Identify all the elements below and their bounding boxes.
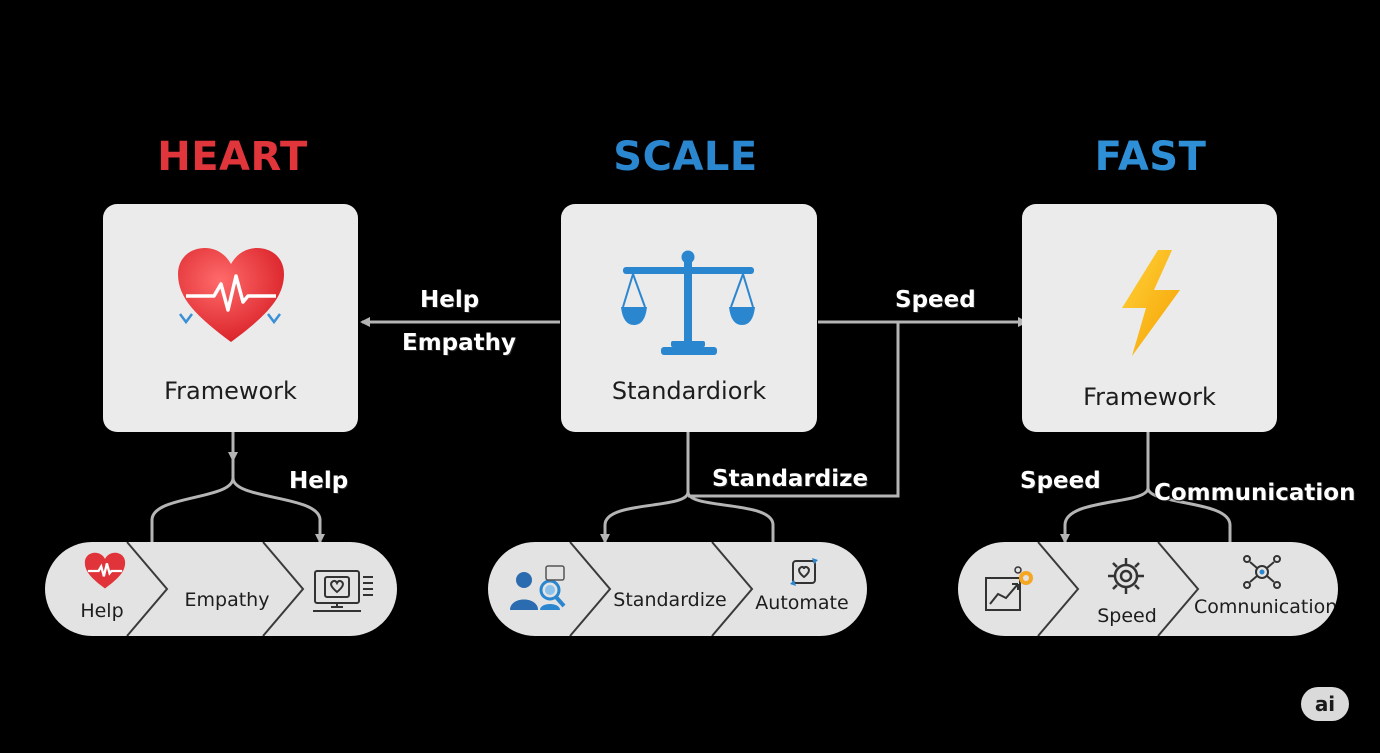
heart-pill-item-1: Help [80,600,124,622]
line-speed-to-standardize [688,322,900,498]
monitor-heart-icon [313,570,373,612]
heart-title: HEART [157,134,308,180]
label-help-branch: Help [289,468,349,494]
network-icon [1243,555,1281,589]
scale-card[interactable]: Standardiork [561,204,817,432]
fast-title: FAST [1094,134,1207,180]
growth-chart-icon [985,566,1033,611]
scale-pill: Standardize Automate [488,542,867,636]
label-help-top: Help [420,287,480,313]
heart-pill-dividers [126,542,305,636]
heart-pill: Help Empathy [45,542,397,636]
label-empathy: Empathy [402,330,517,356]
balance-scale-icon [621,250,755,355]
label-communication-branch: Communication [1154,480,1356,506]
fast-pill-item-3: Comnunication [1194,596,1338,618]
label-speed-branch: Speed [1020,468,1101,494]
fast-pill-item-2: Speed [1097,605,1157,627]
ai-badge: ai [1301,687,1349,721]
gear-icon [1108,558,1144,594]
heart-card[interactable]: Framework [103,204,358,432]
heart-pulse-icon [178,248,284,342]
label-speed-top: Speed [895,287,976,313]
people-search-icon [510,565,566,610]
fast-card[interactable]: Framework [1022,204,1277,432]
scale-title: SCALE [613,134,758,180]
fast-card-label: Framework [1083,383,1216,411]
scale-pill-item-3: Automate [755,592,849,614]
scale-pill-dividers [569,542,754,636]
heart-card-label: Framework [164,377,297,405]
label-standardize-branch: Standardize [712,466,869,492]
scale-card-label: Standardiork [611,377,767,405]
heart-pill-item-2: Empathy [184,589,270,611]
heart-pulse-icon [84,552,126,589]
lightning-bolt-icon [1122,250,1180,356]
scale-pill-item-2: Standardize [613,589,727,611]
automate-cycle-icon [790,558,818,586]
fast-pill: Speed Comnunication [958,542,1338,636]
fast-pill-dividers [1037,542,1200,636]
